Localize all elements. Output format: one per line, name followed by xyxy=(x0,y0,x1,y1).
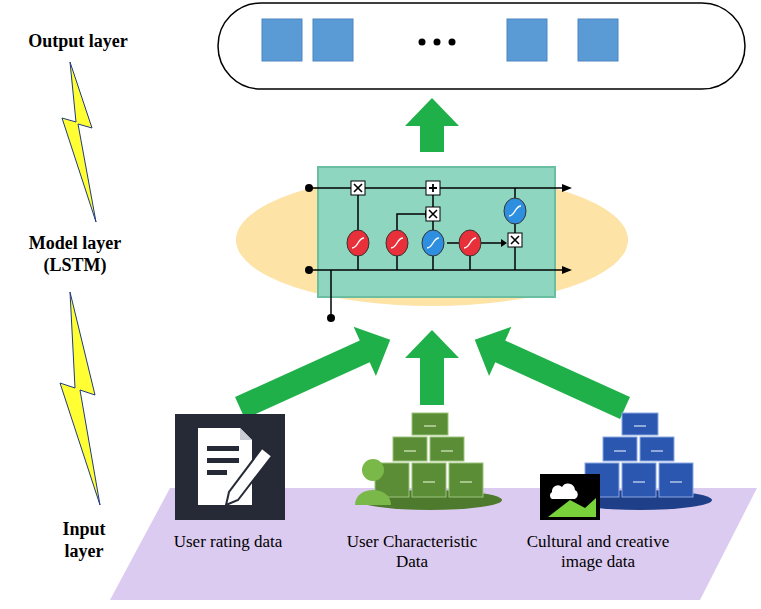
output-units xyxy=(262,19,618,61)
output-box xyxy=(218,3,745,89)
lightning-bolt xyxy=(62,62,96,222)
user-data-servers xyxy=(355,413,502,510)
layer-label: Input layer xyxy=(53,519,115,562)
rating-icon xyxy=(175,414,285,520)
lstm-cell xyxy=(318,167,555,297)
flow-arrow xyxy=(229,98,636,433)
image-data-servers xyxy=(540,413,712,520)
sigmoid-curve xyxy=(352,206,521,248)
input-label: User rating data xyxy=(172,532,284,552)
lstm-gates xyxy=(347,198,526,256)
input-label: User Characteristic Data xyxy=(331,532,493,573)
lstm-arrowheads xyxy=(305,184,572,322)
lstm-wiring xyxy=(309,188,565,318)
layer-label: Model layer (LSTM) xyxy=(16,233,134,276)
ellipsis-dots xyxy=(419,39,456,46)
input-label: Cultural and creative image data xyxy=(514,532,682,573)
layer-label: Output layer xyxy=(3,31,153,53)
lstm-operators xyxy=(351,181,522,247)
lightning-bolt xyxy=(60,292,100,505)
